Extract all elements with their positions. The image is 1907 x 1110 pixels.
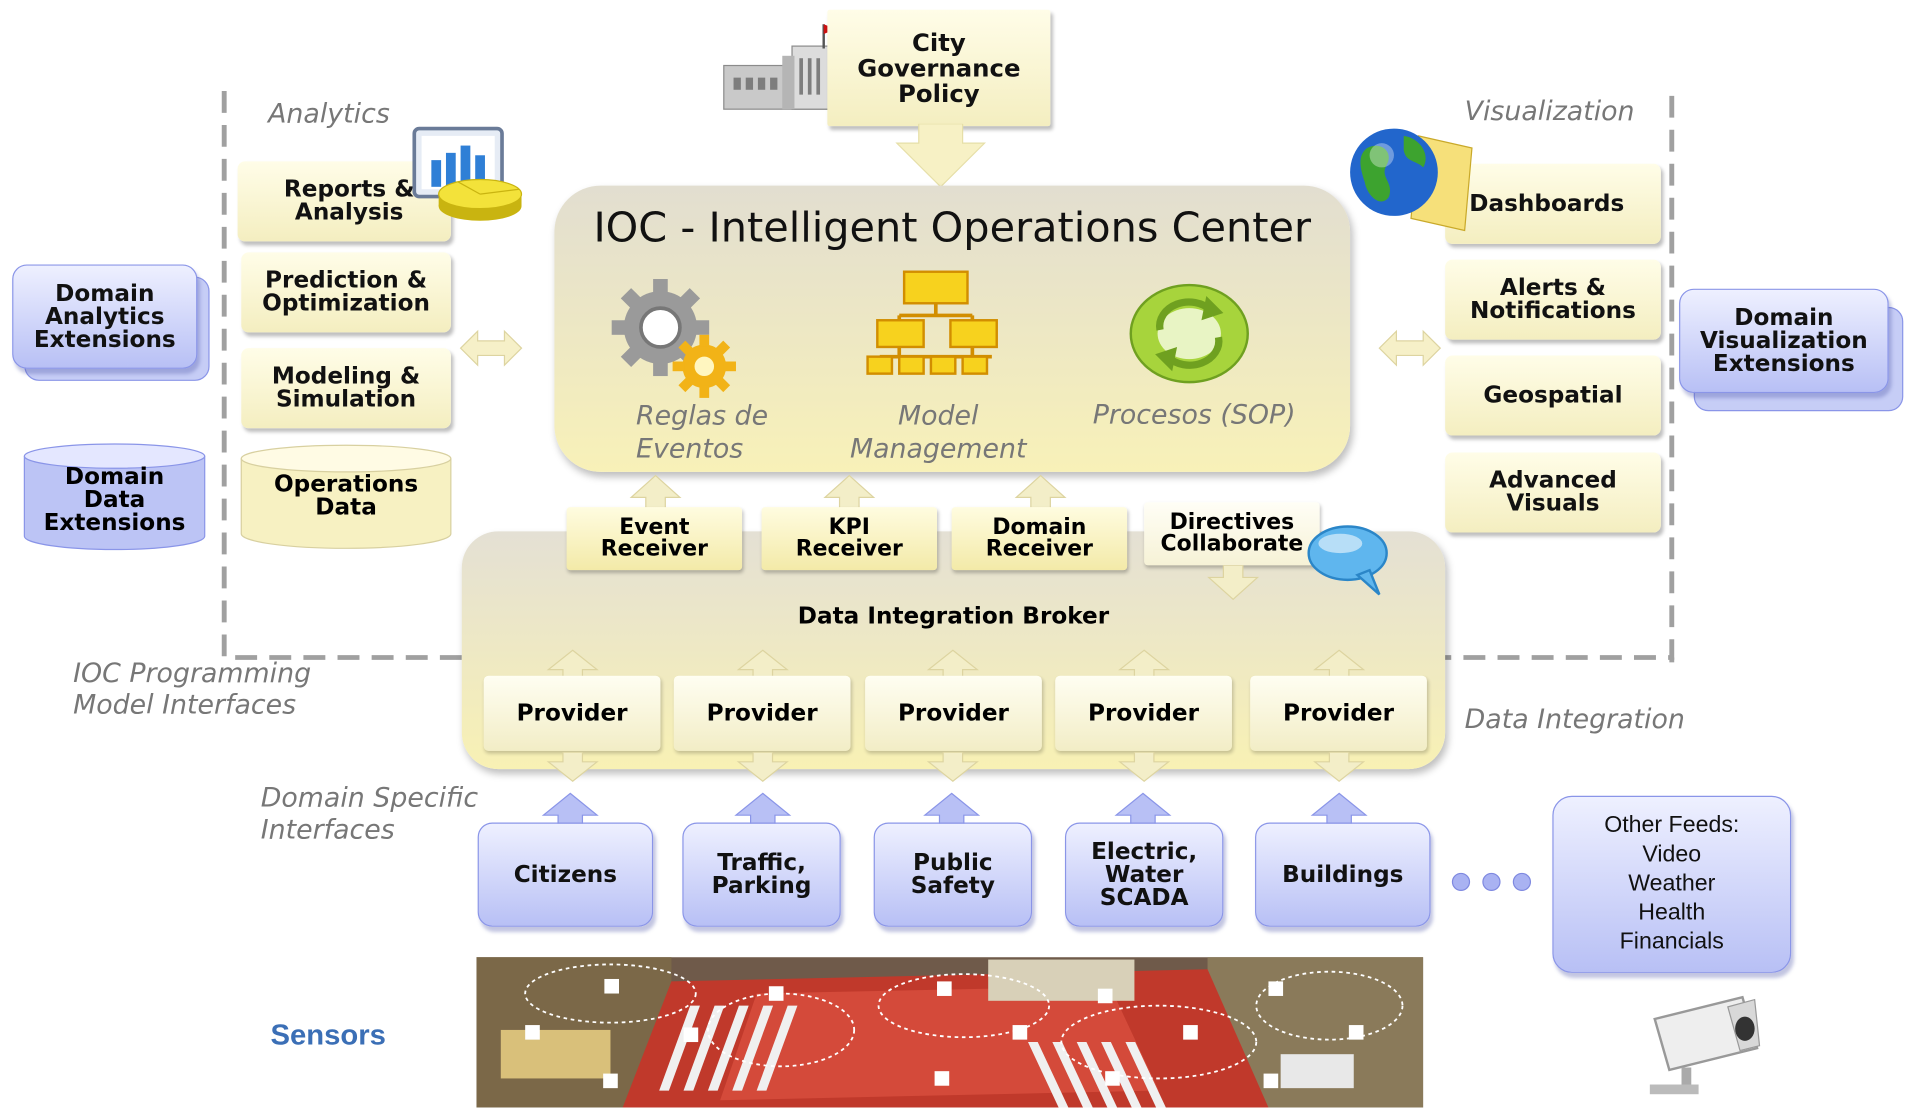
other-feeds-box: Other Feeds: Video Weather Health Financ… [1552, 795, 1792, 973]
refresh-cycle-icon [1129, 283, 1249, 384]
arrow-up-icon [736, 649, 789, 680]
arrow-up-icon [823, 474, 876, 510]
arrow-up-icon [1313, 649, 1366, 680]
arrow-up-icon [629, 474, 682, 510]
policy-box: City Governance Policy [827, 9, 1051, 127]
operations-data-label: Operations Data [273, 470, 419, 521]
broker-label: Data Integration Broker [797, 602, 1110, 630]
electric-water-scada-box: Electric, Water SCADA [1064, 822, 1224, 927]
geospatial-box: Geospatial [1445, 355, 1661, 436]
gears-icon [611, 279, 736, 398]
arrow-up-icon [1118, 649, 1171, 680]
arrow-down-icon [1118, 752, 1171, 783]
traffic-parking-box: Traffic, Parking [682, 822, 841, 927]
arrow-up-icon [546, 649, 599, 680]
more-dots-icon [1451, 872, 1532, 892]
provider-box: Provider [673, 675, 851, 751]
dashboards-box: Dashboards [1445, 163, 1661, 244]
building-icon [723, 24, 834, 110]
domain-data-extensions: Domain Data Extensions [43, 463, 186, 537]
buildings-box: Buildings [1255, 822, 1431, 927]
arrow-up-icon [1014, 474, 1067, 510]
modeling-simulation-box: Modeling & Simulation [241, 348, 451, 429]
sensors-label: Sensors [270, 1019, 386, 1052]
arrow-down-icon [546, 752, 599, 783]
provider-box: Provider [1055, 675, 1232, 751]
directives-collaborate-box: Directives Collaborate [1144, 502, 1320, 566]
domain-analytics-extensions: Domain Analytics Extensions [12, 264, 198, 369]
ioc-component-model: Model Management [849, 401, 1027, 465]
analytics-label: Analytics [268, 99, 390, 130]
programming-interfaces-label: IOC Programming Model Interfaces [73, 658, 312, 721]
arrow-down-icon [895, 123, 987, 188]
chat-bubble-icon [1307, 525, 1388, 596]
arrow-up-icon [926, 649, 979, 680]
org-chart-icon [866, 270, 998, 375]
domain-receiver-box: Domain Receiver [951, 507, 1128, 571]
provider-box: Provider [1250, 675, 1427, 751]
citizens-box: Citizens [477, 822, 654, 927]
domain-visualization-extensions: Domain Visualization Extensions [1679, 288, 1889, 394]
kpi-receiver-box: KPI Receiver [761, 507, 938, 571]
security-camera-icon [1649, 995, 1761, 1095]
provider-box: Provider [865, 675, 1042, 751]
ioc-title: IOC - Intelligent Operations Center [593, 203, 1312, 253]
arrow-down-icon [1313, 752, 1366, 783]
double-arrow-left-icon [459, 329, 523, 367]
domain-specific-label: Domain Specific Interfaces [260, 783, 479, 846]
prediction-optimization-box: Prediction & Optimization [241, 252, 451, 333]
provider-box: Provider [483, 675, 661, 751]
chart-pie-icon [412, 126, 523, 221]
data-integration-label: Data Integration [1464, 704, 1685, 736]
arrow-down-icon [736, 752, 789, 783]
globe-icon [1350, 128, 1473, 232]
operations-data-cylinder [240, 444, 452, 549]
ioc-component-rules: Reglas de Eventos [636, 401, 769, 465]
double-arrow-right-icon [1378, 329, 1442, 367]
ioc-component-processes: Procesos (SOP) [1092, 400, 1296, 431]
public-safety-box: Public Safety [873, 822, 1033, 927]
event-receiver-box: Event Receiver [566, 507, 743, 571]
visualization-label: Visualization [1464, 97, 1635, 128]
city-sensors-image [476, 957, 1424, 1108]
alerts-notifications-box: Alerts & Notifications [1445, 259, 1661, 340]
arrow-down-icon [926, 752, 979, 783]
domain-data-cylinder [23, 443, 206, 551]
arrow-down-icon [1207, 565, 1260, 601]
advanced-visuals-box: Advanced Visuals [1445, 452, 1661, 533]
